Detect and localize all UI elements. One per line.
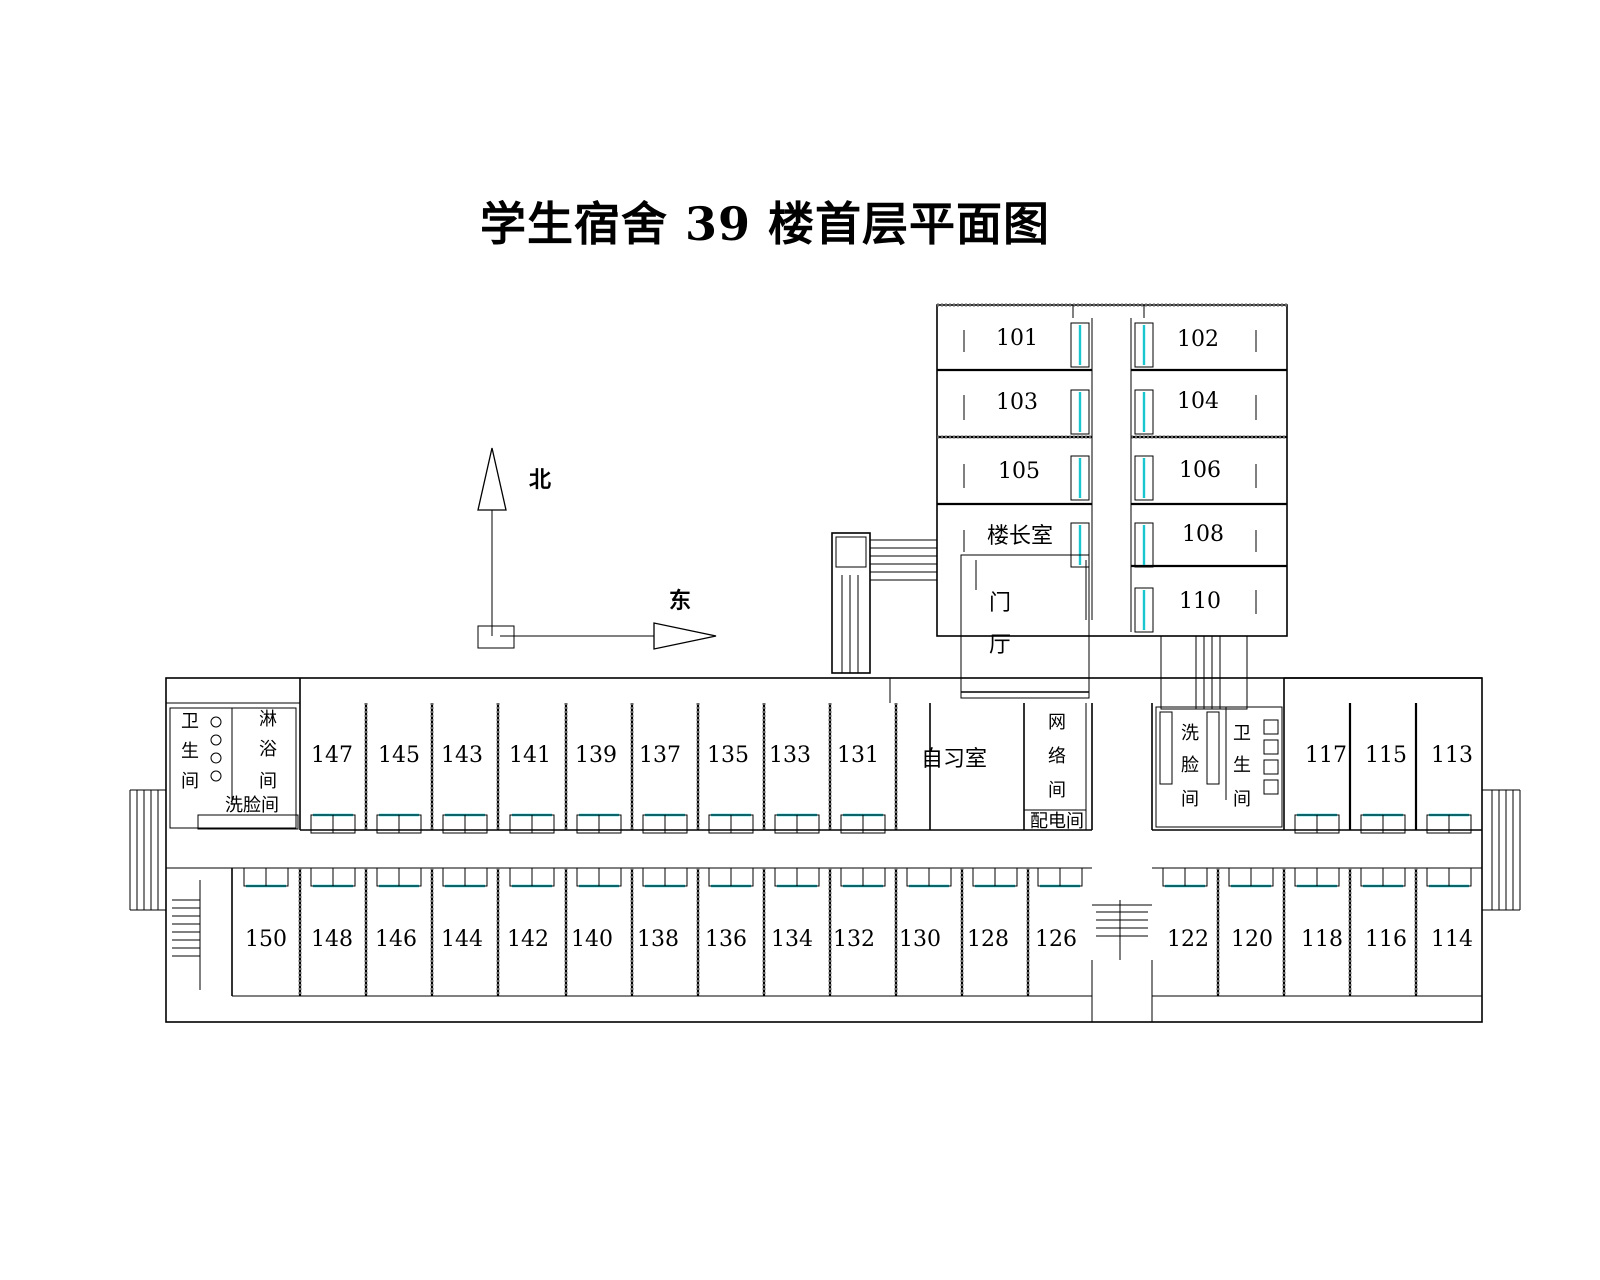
lobby-label: 门 — [989, 591, 1011, 616]
room-140: 140 — [571, 927, 613, 952]
room-104: 104 — [1177, 389, 1219, 414]
room-101: 101 — [996, 326, 1038, 351]
west-wc-label: 生 — [181, 741, 199, 762]
room-117: 117 — [1305, 743, 1347, 768]
room-133: 133 — [769, 743, 811, 768]
room-143: 143 — [441, 743, 483, 768]
network-room-label: 间 — [1048, 780, 1066, 801]
door-frame — [1070, 322, 1090, 368]
room-106: 106 — [1179, 458, 1221, 483]
door-frame — [1134, 455, 1154, 501]
room-145: 145 — [378, 743, 420, 768]
west-wash-label: 洗脸间 — [225, 795, 279, 816]
compass-north-label: 北 — [529, 468, 551, 493]
south-row-partitions — [231, 867, 1472, 996]
main-block — [129, 677, 1521, 1023]
door-frame — [1134, 522, 1154, 568]
east-wc-label: 间 — [1233, 789, 1251, 810]
room-102: 102 — [1177, 327, 1219, 352]
room-132: 132 — [833, 927, 875, 952]
room-labels: 101 102 103 104 105 106 楼长室 108 110 门 厅 … — [245, 326, 1473, 952]
room-141: 141 — [509, 743, 551, 768]
network-room-label: 络 — [1048, 746, 1066, 767]
room-139: 139 — [575, 743, 617, 768]
room-135: 135 — [707, 743, 749, 768]
east-service: 洗 脸 间 卫 生 间 — [1155, 706, 1283, 828]
lobby-label: 厅 — [989, 633, 1011, 658]
door-frame — [1134, 587, 1154, 633]
room-110: 110 — [1179, 589, 1221, 614]
room-louzhang: 楼长室 — [987, 524, 1053, 549]
room-114: 114 — [1431, 927, 1473, 952]
west-shower-label: 浴 — [259, 739, 277, 760]
east-arrow-icon — [653, 622, 717, 650]
east-wash-label: 洗 — [1181, 723, 1199, 744]
room-128: 128 — [967, 927, 1009, 952]
room-144: 144 — [441, 927, 483, 952]
compass-east-label: 东 — [669, 588, 691, 614]
room-126: 126 — [1035, 927, 1077, 952]
room-105: 105 — [998, 459, 1040, 484]
room-122: 122 — [1167, 927, 1209, 952]
door-frame — [1070, 389, 1090, 435]
room-116: 116 — [1365, 927, 1407, 952]
east-wash-label: 间 — [1181, 789, 1199, 810]
room-118: 118 — [1301, 927, 1343, 952]
door-frame — [1070, 522, 1090, 568]
west-shower-label: 淋 — [259, 709, 277, 730]
east-wc-label: 生 — [1233, 755, 1251, 776]
room-147: 147 — [311, 743, 353, 768]
west-wc-label: 卫 — [181, 711, 199, 732]
network-room-label: 网 — [1048, 712, 1066, 733]
room-142: 142 — [507, 927, 549, 952]
room-136: 136 — [705, 927, 747, 952]
door-frame — [1134, 389, 1154, 435]
study-network-area — [929, 703, 1087, 830]
room-148: 148 — [311, 927, 353, 952]
study-room-label: 自习室 — [921, 747, 987, 772]
compass: 北 东 — [477, 447, 717, 650]
power-room-label: 配电间 — [1030, 811, 1084, 832]
west-service: 卫 生 间 淋 浴 间 洗脸间 — [169, 707, 299, 830]
door-frame — [1134, 322, 1154, 368]
room-130: 130 — [899, 927, 941, 952]
room-138: 138 — [637, 927, 679, 952]
north-arrow-icon — [477, 447, 507, 511]
plan-title: 学生宿舍 39 楼首层平面图 — [479, 197, 1051, 251]
room-131: 131 — [837, 743, 879, 768]
door-frame — [1070, 455, 1090, 501]
room-146: 146 — [375, 927, 417, 952]
room-120: 120 — [1231, 927, 1273, 952]
room-150: 150 — [245, 927, 287, 952]
east-wash-label: 脸 — [1181, 755, 1199, 776]
north-row-partitions — [310, 703, 1472, 834]
room-134: 134 — [771, 927, 813, 952]
north-wing — [831, 303, 1288, 710]
room-108: 108 — [1182, 522, 1224, 547]
room-137: 137 — [639, 743, 681, 768]
east-wc-label: 卫 — [1233, 723, 1251, 744]
room-115: 115 — [1365, 743, 1407, 768]
west-shower-label: 间 — [259, 771, 277, 792]
room-103: 103 — [996, 390, 1038, 415]
room-113: 113 — [1431, 743, 1473, 768]
west-wc-label: 间 — [181, 771, 199, 792]
